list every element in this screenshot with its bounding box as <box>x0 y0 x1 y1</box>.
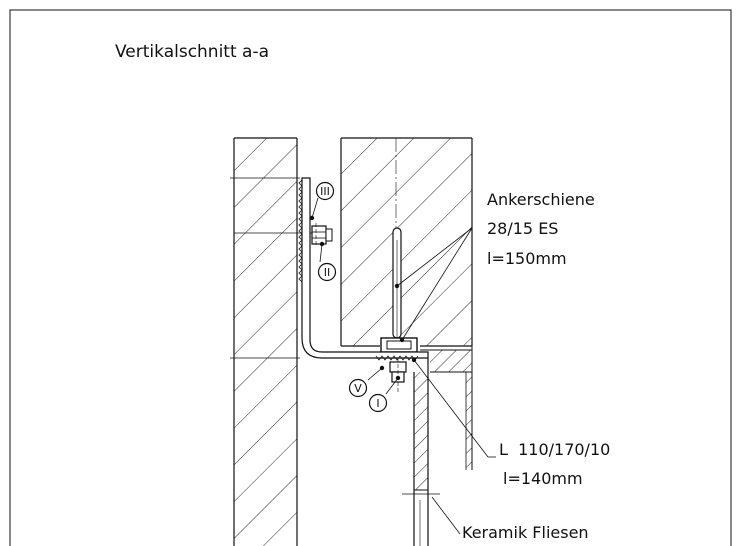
svg-text:V: V <box>354 382 362 395</box>
marker-V: V <box>348 378 368 398</box>
marker-III: III <box>315 181 335 201</box>
angle-length-label: l=140mm <box>503 469 583 488</box>
steel-angle <box>298 177 429 361</box>
svg-text:II: II <box>324 266 331 279</box>
drawing-frame <box>9 9 732 546</box>
angle-size-label: L 110/170/10 <box>499 440 610 459</box>
concrete-block <box>340 137 473 470</box>
left-wall <box>230 137 318 546</box>
tiles-label: Keramik Fliesen <box>462 523 589 542</box>
marker-II: II <box>317 262 337 282</box>
ceramic-tiles <box>402 358 440 546</box>
bolt-horizontal <box>311 223 333 247</box>
ankerschiene-label: Ankerschiene <box>487 190 595 209</box>
ankerschiene-length-label: l=150mm <box>487 249 567 268</box>
leader-lines <box>309 197 496 535</box>
svg-text:I: I <box>376 397 379 410</box>
marker-I: I <box>368 393 388 413</box>
drawing-title: Vertikalschnitt a-a <box>115 42 269 62</box>
svg-text:III: III <box>320 185 330 198</box>
ankerschiene-size-label: 28/15 ES <box>487 219 558 238</box>
bolt-vertical <box>389 358 407 392</box>
